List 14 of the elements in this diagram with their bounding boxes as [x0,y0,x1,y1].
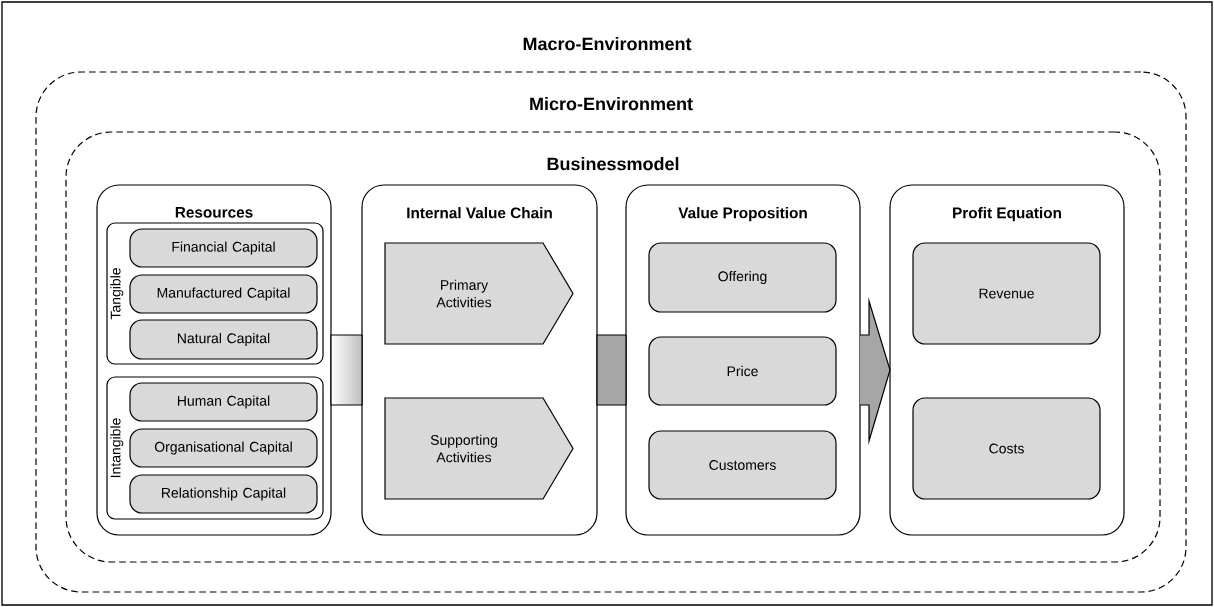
item-box: Natural Capital [129,319,318,360]
connector-band [596,334,627,406]
item-box: Human Capital [129,382,318,422]
item-box: Price [648,336,837,406]
item-box: Financial Capital [129,228,318,268]
item-box: Manufactured Capital [129,274,318,314]
block-arrow [859,296,891,446]
item-box: Revenue [912,242,1101,345]
item-box: Offering [648,242,837,313]
item-box: Customers [648,430,837,500]
item-box: Relationship Capital [129,474,318,514]
item-box: Costs [912,397,1101,500]
item-box: Organisational Capital [129,428,318,468]
connector-band [330,334,363,406]
